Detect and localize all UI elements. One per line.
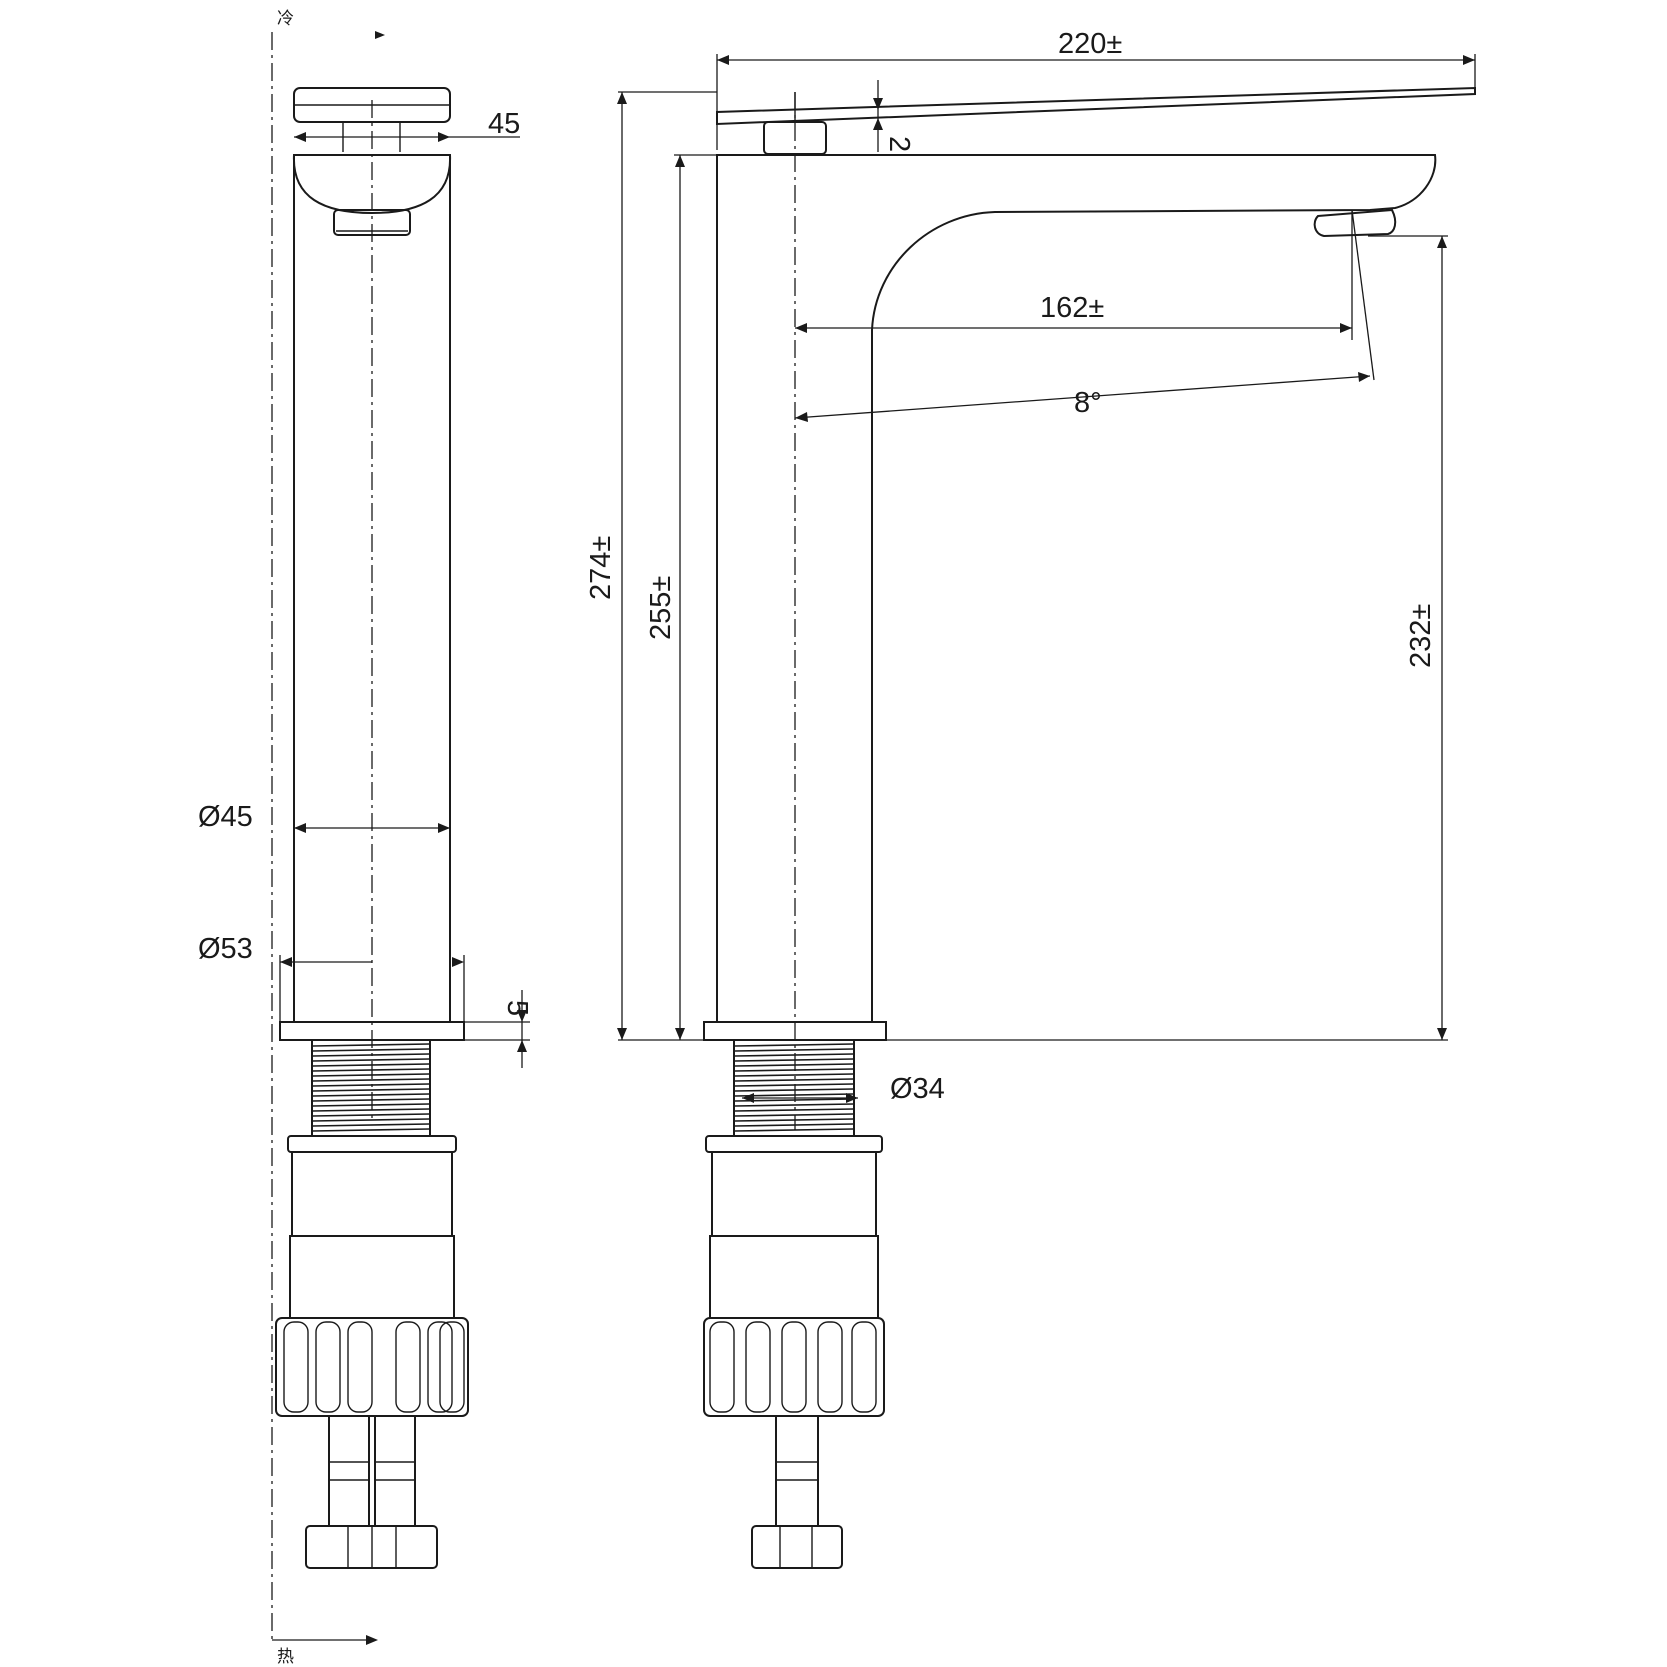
reference-arrow	[366, 1635, 378, 1645]
dim-thread-diameter-label: Ø34	[890, 1073, 945, 1105]
front-hex-fittings	[305, 1525, 438, 1569]
dim-overall-length-label: 220±	[1058, 28, 1122, 60]
knurl-rib	[781, 1321, 807, 1413]
thread-line	[734, 1043, 854, 1047]
dim-spout-reach-label: 162±	[1040, 292, 1104, 324]
dim-outlet-height: 232±	[886, 235, 1448, 1041]
front-nut-middle	[289, 1235, 455, 1319]
dim-spout-angle-label: 8°	[1074, 387, 1102, 419]
top-reference-arrow	[375, 31, 385, 39]
top-side-mark: 冷	[277, 9, 294, 28]
thread-line	[312, 1093, 430, 1097]
knurl-rib	[817, 1321, 843, 1413]
front-spout-cap	[292, 154, 452, 215]
thread-line	[734, 1093, 854, 1097]
thread-line	[312, 1088, 430, 1092]
side-aerator	[1313, 208, 1397, 238]
thread-line	[734, 1048, 854, 1052]
dim-base-thickness-label: 5	[501, 1000, 533, 1016]
thread-line	[734, 1058, 854, 1062]
thread-line	[312, 1063, 430, 1067]
thread-line	[734, 1073, 854, 1077]
thread-line	[734, 1128, 854, 1132]
front-washer	[287, 1135, 457, 1153]
thread-line	[312, 1103, 430, 1107]
front-threaded-shank	[311, 1039, 431, 1137]
front-hoses	[328, 1415, 416, 1527]
thread-line	[312, 1118, 430, 1122]
thread-line	[312, 1083, 430, 1087]
thread-line	[312, 1073, 430, 1077]
knurl-rib	[851, 1321, 877, 1413]
knurl-rib	[315, 1321, 341, 1413]
bottom-side-mark: 热	[277, 1647, 294, 1666]
side-nut-upper	[711, 1151, 877, 1237]
knurl-rib	[709, 1321, 735, 1413]
side-body-spout	[716, 154, 1437, 1023]
thread-line	[734, 1083, 854, 1087]
dim-total-height-label: 274±	[585, 536, 617, 600]
dim-outlet-height-label: 232±	[1405, 604, 1437, 668]
thread-line	[734, 1103, 854, 1107]
front-view: 冷 热	[198, 9, 533, 1666]
dim-top-width-label: 45	[488, 108, 520, 140]
side-washer	[705, 1135, 883, 1153]
side-hose	[775, 1415, 819, 1527]
dim-base-diameter-label: Ø53	[198, 933, 253, 965]
dim-top-width: 45	[294, 108, 520, 142]
dim-body-height-label: 255±	[645, 576, 677, 640]
thread-line	[312, 1043, 430, 1047]
thread-line	[312, 1128, 430, 1132]
dim-spout-reach: 162±	[795, 209, 1375, 381]
front-knurled-nut	[275, 1317, 469, 1417]
knurl-rib	[439, 1321, 465, 1413]
thread-line	[734, 1063, 854, 1067]
knurl-rib	[745, 1321, 771, 1413]
knurl-rib	[283, 1321, 309, 1413]
thread-line	[734, 1118, 854, 1122]
dim-overall-length: 220±	[716, 28, 1476, 150]
side-handle-lever	[716, 86, 1476, 126]
knurl-rib	[427, 1321, 453, 1413]
front-nut-upper	[291, 1151, 453, 1237]
thread-line	[312, 1098, 430, 1102]
thread-line	[312, 1068, 430, 1072]
thread-line	[312, 1078, 430, 1082]
thread-line	[734, 1078, 854, 1082]
thread-line	[734, 1098, 854, 1102]
dim-body-diameter-label: Ø45	[198, 801, 253, 833]
side-threaded-shank	[733, 1039, 855, 1137]
knurl-rib	[347, 1321, 373, 1413]
dim-handle-gap-label: 2	[883, 136, 915, 152]
knurl-rib	[395, 1321, 421, 1413]
dim-total-height: 274±	[585, 91, 717, 1041]
dim-thread-diameter: Ø34	[742, 1073, 945, 1105]
thread-line	[312, 1123, 430, 1127]
thread-line	[734, 1088, 854, 1092]
dim-base-diameter: Ø53	[198, 933, 465, 1022]
side-view: 220± 2 162± 8°	[585, 28, 1476, 1569]
side-nut-middle	[709, 1235, 879, 1319]
dim-spout-angle: 8°	[794, 372, 1371, 422]
side-hex-fitting	[751, 1525, 843, 1569]
thread-line	[734, 1123, 854, 1127]
thread-line	[312, 1058, 430, 1062]
side-knurled-nut	[703, 1317, 885, 1417]
thread-line	[312, 1048, 430, 1052]
thread-line	[312, 1108, 430, 1112]
dim-body-diameter: Ø45	[198, 801, 450, 833]
thread-line	[734, 1053, 854, 1057]
dim-base-thickness: 5	[464, 990, 533, 1068]
dim-handle-gap: 2	[873, 80, 915, 152]
thread-line	[734, 1113, 854, 1117]
thread-line	[734, 1068, 854, 1072]
dim-body-height: 255±	[645, 154, 717, 1040]
thread-line	[734, 1108, 854, 1112]
thread-line	[312, 1053, 430, 1057]
thread-line	[312, 1113, 430, 1117]
